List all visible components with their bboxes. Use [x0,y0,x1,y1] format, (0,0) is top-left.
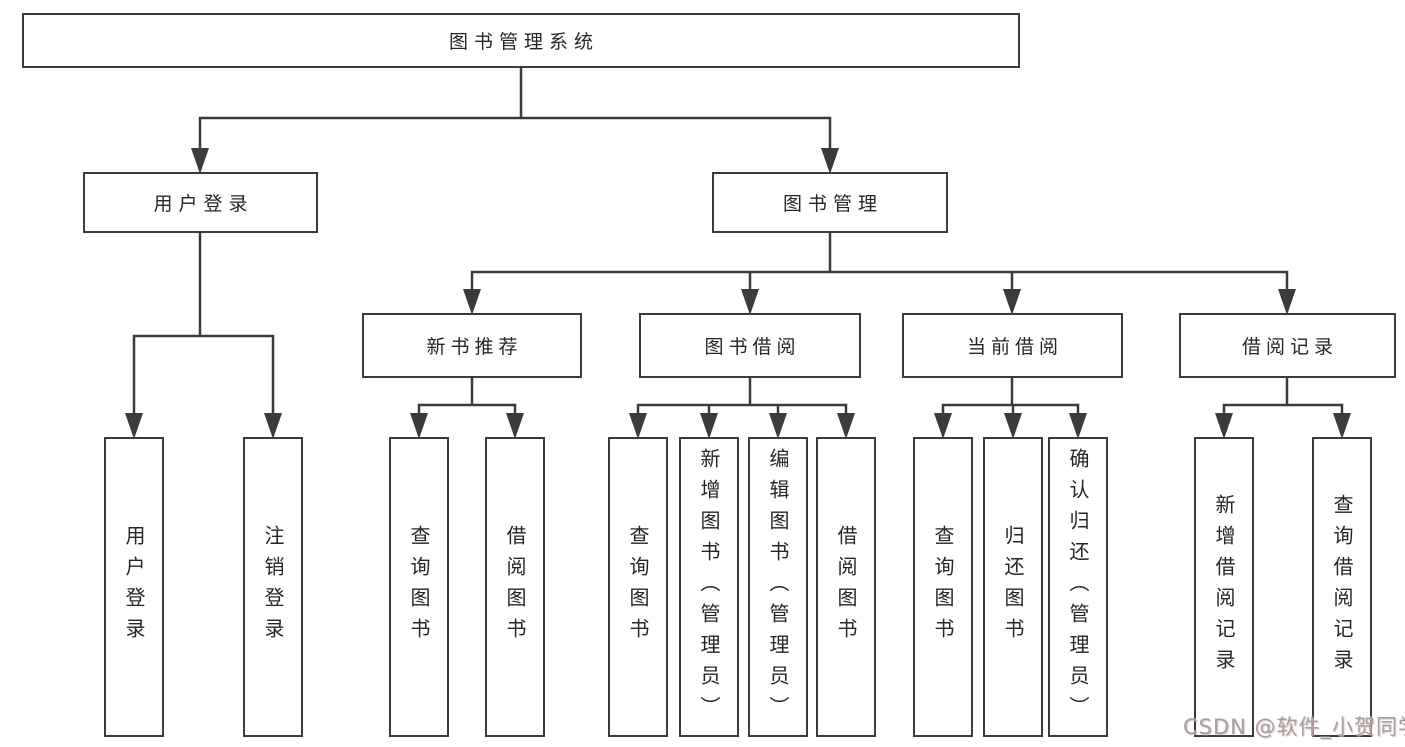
leaf-nbr-borrow-books: 借阅图书 [485,437,545,737]
arrow-down-icon [837,413,855,439]
arrow-down-icon [463,289,481,315]
leaf-bb-add-books-admin: 新增图书（管理员） [679,437,739,737]
leaf-cb-return-books: 归还图书 [983,437,1043,737]
node-book-borrow: 图书借阅 [639,313,861,378]
arrow-down-icon [1004,413,1022,439]
leaf-label: 查询图书 [931,525,955,649]
leaf-br-add-record: 新增借阅记录 [1194,437,1254,737]
node-book-management: 图书管理 [712,172,948,233]
leaf-label: 新增图书（管理员） [697,447,721,727]
leaf-label: 借阅图书 [834,525,858,649]
leaf-label: 查询图书 [626,525,650,649]
arrow-down-icon [125,413,143,439]
leaf-label: 借阅图书 [503,525,527,649]
arrow-down-icon [741,289,759,315]
arrow-down-icon [1278,289,1296,315]
connector-current-borrow-to-leaves [941,378,1080,415]
leaf-label: 查询图书 [407,525,431,649]
arrow-down-icon [191,148,209,174]
node-current-borrow: 当前借阅 [902,313,1123,378]
leaf-br-query-record: 查询借阅记录 [1312,437,1372,737]
arrow-down-icon [1215,413,1233,439]
leaf-bb-borrow-books: 借阅图书 [816,437,876,737]
arrow-down-icon [934,413,952,439]
leaf-label: 用户登录 [122,525,146,649]
connector-root-to-level2 [198,68,832,150]
leaf-label: 编辑图书（管理员） [766,447,790,727]
arrow-down-icon [821,148,839,174]
leaf-cb-query-books: 查询图书 [913,437,973,737]
connector-book-management-to-level3 [470,233,1289,291]
connector-book-borrow-to-leaves [636,378,848,415]
arrow-down-icon [769,413,787,439]
arrow-down-icon [1333,413,1351,439]
leaf-bb-edit-books-admin: 编辑图书（管理员） [748,437,808,737]
leaf-label: 确认归还（管理员） [1066,447,1090,727]
leaf-label: 归还图书 [1001,525,1025,649]
csdn-watermark: CSDN @软件_小贺同学 [1183,715,1405,739]
leaf-label: 注销登录 [261,525,285,649]
arrow-down-icon [1069,413,1087,439]
arrow-down-icon [410,413,428,439]
arrow-down-icon [264,413,282,439]
leaf-bb-query-books: 查询图书 [608,437,668,737]
arrow-down-icon [629,413,647,439]
leaf-logout: 注销登录 [243,437,303,737]
arrow-down-icon [506,413,524,439]
connector-borrow-records-to-leaves [1222,378,1344,415]
connector-user-login-to-leaves [132,233,275,415]
arrow-down-icon [700,413,718,439]
node-user-login: 用户登录 [83,172,318,233]
connector-new-book-recommend-to-leaves [417,378,517,415]
leaf-user-login: 用户登录 [104,437,164,737]
leaf-nbr-query-books: 查询图书 [389,437,449,737]
leaf-label: 新增借阅记录 [1212,494,1236,680]
leaf-label: 查询借阅记录 [1330,494,1354,680]
arrow-down-icon [1003,289,1021,315]
node-new-book-recommend: 新书推荐 [362,313,582,378]
leaf-cb-confirm-return-admin: 确认归还（管理员） [1048,437,1108,737]
node-system-root: 图书管理系统 [22,13,1020,68]
node-borrow-records: 借阅记录 [1179,313,1396,378]
